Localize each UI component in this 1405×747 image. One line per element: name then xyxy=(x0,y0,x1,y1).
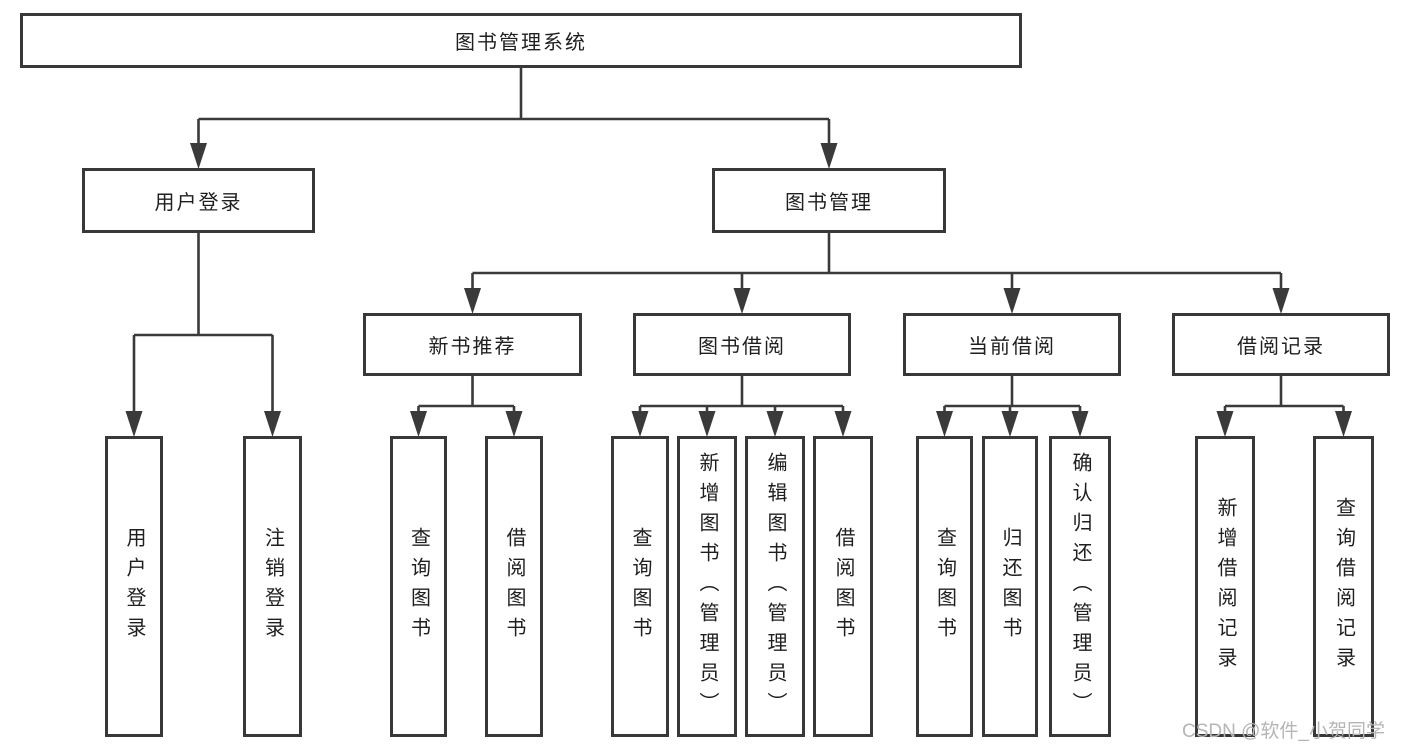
node-label: 注销登录 xyxy=(261,526,284,647)
node-book-borrow: 图书借阅 xyxy=(633,313,851,376)
node-book-management: 图书管理 xyxy=(712,168,946,233)
node-label: 借阅图书 xyxy=(503,526,525,647)
node-cb-return-book: 归还图书 xyxy=(982,436,1038,737)
node-label: 确认归还（管理员） xyxy=(1069,451,1091,722)
node-borrow-record: 借阅记录 xyxy=(1172,313,1390,376)
arrowhead-icon xyxy=(834,411,852,437)
arrowhead-icon xyxy=(698,411,716,437)
node-label: 新增图书（管理员） xyxy=(696,451,718,722)
node-label: 图书管理系统 xyxy=(455,32,587,54)
arrowhead-icon xyxy=(936,411,953,437)
node-label: 借阅图书 xyxy=(832,526,854,647)
node-cb-confirm-return: 确认归还（管理员） xyxy=(1049,436,1111,737)
node-current-borrow: 当前借阅 xyxy=(903,313,1121,376)
node-label: 用户登录 xyxy=(154,192,243,214)
node-bb-edit-book: 编辑图书（管理员） xyxy=(745,436,805,737)
node-label: 查询借阅记录 xyxy=(1332,496,1355,677)
arrowhead-icon xyxy=(1272,288,1290,314)
node-logout: 注销登录 xyxy=(243,436,302,737)
node-label: 查询图书 xyxy=(407,526,430,647)
node-bb-query-book: 查询图书 xyxy=(611,436,669,737)
node-label: 新增借阅记录 xyxy=(1214,496,1236,677)
arrowhead-icon xyxy=(264,411,281,437)
node-label: 图书管理 xyxy=(785,192,873,214)
node-label: 查询图书 xyxy=(629,526,651,647)
arrowhead-icon xyxy=(1003,288,1021,314)
node-user-login: 用户登录 xyxy=(105,436,163,737)
arrowhead-icon xyxy=(125,411,143,437)
arrowhead-icon xyxy=(1335,411,1352,437)
arrowhead-icon xyxy=(464,288,481,314)
arrowhead-icon xyxy=(1216,411,1234,437)
arrowhead-icon xyxy=(190,143,207,169)
node-nb-query-book: 查询图书 xyxy=(390,436,447,737)
node-cb-query-book: 查询图书 xyxy=(916,436,973,737)
node-user-login-group: 用户登录 xyxy=(82,168,315,233)
node-label: 借阅记录 xyxy=(1237,336,1325,358)
arrowhead-icon xyxy=(1071,411,1089,437)
node-label: 查询图书 xyxy=(933,526,956,647)
node-nb-borrow-book: 借阅图书 xyxy=(485,436,543,737)
node-bb-add-book: 新增图书（管理员） xyxy=(677,436,737,737)
arrowhead-icon xyxy=(820,143,838,169)
node-system: 图书管理系统 xyxy=(20,13,1022,68)
node-label: 归还图书 xyxy=(999,526,1021,647)
arrowhead-icon xyxy=(766,411,784,437)
node-label: 新书推荐 xyxy=(428,336,517,358)
node-new-book-recommend: 新书推荐 xyxy=(363,313,582,376)
node-br-query-record: 查询借阅记录 xyxy=(1313,436,1374,737)
arrowhead-icon xyxy=(1001,411,1019,437)
node-label: 编辑图书（管理员） xyxy=(764,451,786,722)
node-bb-borrow-book: 借阅图书 xyxy=(813,436,873,737)
arrowhead-icon xyxy=(505,411,523,437)
node-br-add-record: 新增借阅记录 xyxy=(1195,436,1255,737)
node-label: 图书借阅 xyxy=(698,336,786,358)
arrowhead-icon xyxy=(410,411,427,437)
node-label: 用户登录 xyxy=(123,526,145,647)
arrowhead-icon xyxy=(733,288,751,314)
arrowhead-icon xyxy=(631,411,649,437)
node-label: 当前借阅 xyxy=(968,336,1056,358)
